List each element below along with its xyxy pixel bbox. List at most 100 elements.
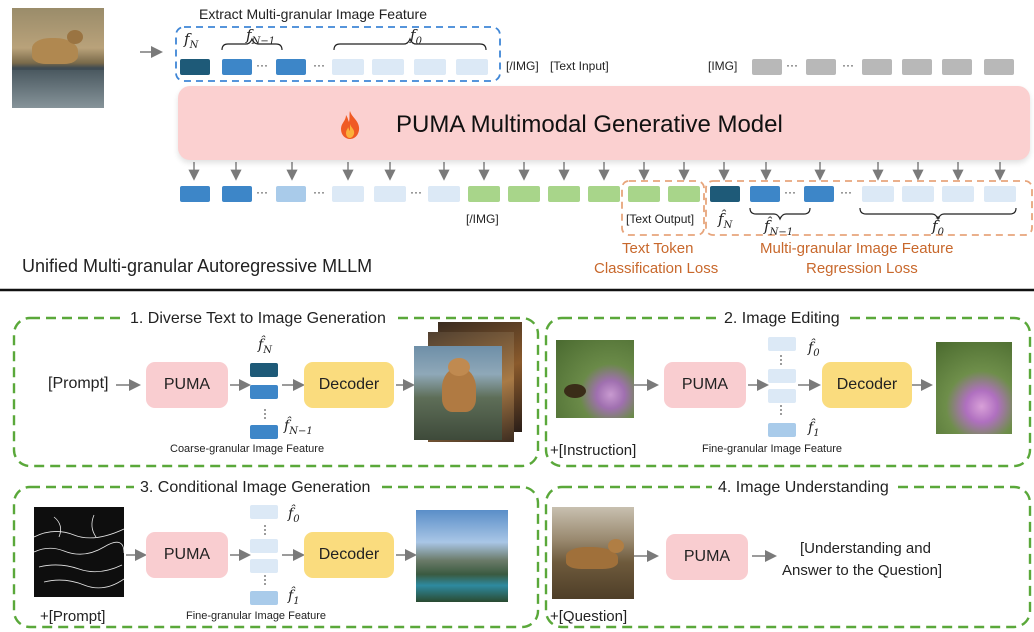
out-token-f-n (710, 186, 740, 202)
panel-3-feat-top: f̂0 (288, 506, 300, 525)
label-f-0: f0 (410, 26, 422, 47)
panel-3-decoder-block: Decoder (304, 532, 394, 578)
dots: ··· (256, 58, 268, 72)
f-n1-symbol: f (246, 26, 252, 44)
out-token-f-n1 (750, 186, 780, 202)
panel-3-title: 3. Conditional Image Generation (134, 479, 377, 497)
dots: ··· (313, 58, 325, 72)
out-token-pale (332, 186, 364, 202)
out-token-pale (428, 186, 460, 202)
f-0-subscript: 0 (415, 36, 422, 47)
panel-2-input: +[Instruction] (550, 442, 637, 459)
panel-2-caption: Fine-granular Image Feature (702, 443, 843, 455)
panel-2-feat-top: f̂0 (808, 340, 820, 359)
gray-token (862, 59, 892, 75)
p1-top-subscript: N (263, 344, 272, 356)
fire-icon (338, 110, 362, 140)
hat-f-n-subscript: N (723, 220, 733, 231)
out-token-green (628, 186, 660, 202)
mllm-title: Unified Multi-granular Autoregressive ML… (22, 256, 373, 276)
f-n-symbol: f (184, 30, 190, 48)
panel-1-title: 1. Diverse Text to Image Generation (124, 310, 392, 328)
out-token-green (588, 186, 620, 202)
f-n1-subscript: N−1 (251, 36, 276, 47)
dots: ··· (784, 185, 796, 199)
hat-f-0-subscript: 0 (937, 227, 944, 238)
out-token-light (276, 186, 306, 202)
label-f-n-minus-1: fN−1 (246, 26, 275, 47)
panel-3-input-edge-map (34, 507, 124, 597)
panel-3-caption: Fine-granular Image Feature (186, 610, 327, 622)
hat-f-n-symbol: f̂ (718, 210, 724, 228)
panel-3-output-image-lake (416, 510, 508, 602)
hat-f-n1-symbol: f̂ (764, 217, 770, 235)
p1-bot-symbol: f̂ (284, 418, 290, 434)
panel-2-puma-block: PUMA (664, 362, 746, 408)
token-f-0-d (456, 59, 488, 75)
panel-1-output-image-front (414, 346, 502, 440)
label-hat-f-0: f̂0 (932, 217, 944, 238)
panel-2-input-image-flower (556, 340, 634, 418)
panel-3-token-pale (250, 539, 278, 553)
panel-3-token-pale (250, 559, 278, 573)
gray-token (942, 59, 972, 75)
panel-4-input: +[Question] (550, 608, 628, 625)
gray-token (984, 59, 1014, 75)
dots: ··· (786, 58, 798, 72)
out-token-mid (222, 186, 252, 202)
out-token-f-0 (862, 186, 894, 202)
panel-4-title: 4. Image Understanding (712, 479, 895, 497)
p3-bot-subscript: 1 (293, 595, 300, 607)
out-token-f-n1 (804, 186, 834, 202)
hat-f-0-symbol: f̂ (932, 217, 938, 235)
panel-4-input-image-running-puma (552, 507, 634, 599)
gray-token (806, 59, 836, 75)
dots: ··· (840, 185, 852, 199)
out-token-green (468, 186, 500, 202)
dots: ··· (313, 185, 325, 199)
out-token-f-0 (942, 186, 974, 202)
panel-3-token-pale (250, 505, 278, 519)
panel-4-answer-line-2: Answer to the Question] (782, 562, 943, 579)
panel-1-token-mid (250, 425, 278, 439)
token-f-n1-b (276, 59, 306, 75)
p1-bot-subscript: N−1 (289, 425, 313, 437)
out-token-green (508, 186, 540, 202)
image-loss-line-2: Regression Loss (806, 260, 918, 277)
text-output-label: [Text Output] (626, 212, 695, 226)
out-token-green (668, 186, 700, 202)
out-token-green (548, 186, 580, 202)
hat-f-n1-subscript: N−1 (769, 227, 794, 238)
out-img-end-label: [/IMG] (466, 212, 499, 226)
out-token-dark (180, 186, 210, 202)
label-f-n: fN (184, 30, 198, 51)
p3-top-subscript: 0 (293, 513, 300, 525)
token-f-n1-a (222, 59, 252, 75)
p3-top-symbol: f̂ (288, 506, 294, 522)
token-f-0-c (414, 59, 446, 75)
out-token-f-0 (984, 186, 1016, 202)
text-loss-line-1: Text Token (622, 240, 694, 257)
panel-1-feat-bot: f̂N−1 (284, 418, 313, 437)
panel-3-feat-bot: f̂1 (288, 588, 300, 607)
panel-4-puma-block: PUMA (666, 534, 748, 580)
panel-1-puma-block: PUMA (146, 362, 228, 408)
out-token-f-0 (902, 186, 934, 202)
input-image-puma-by-pond (12, 8, 104, 108)
img-end-token-label: [/IMG] (506, 59, 539, 73)
panel-2-token-pale (768, 337, 796, 351)
panel-2-feat-bot: f̂1 (808, 420, 820, 439)
dots: ··· (410, 185, 422, 199)
dots: ··· (842, 58, 854, 72)
panel-3-puma-block: PUMA (146, 532, 228, 578)
panel-1-token-dark (250, 363, 278, 377)
panel-1-feat-top: f̂N (258, 337, 272, 356)
extract-feature-title: Extract Multi-granular Image Feature (199, 6, 427, 22)
panel-1-input: [Prompt] (48, 375, 109, 392)
dots: ··· (256, 185, 268, 199)
image-loss-line-1: Multi-granular Image Feature (760, 240, 954, 257)
panel-2-decoder-block: Decoder (822, 362, 912, 408)
p2-top-subscript: 0 (813, 347, 820, 359)
label-hat-f-n-minus-1: f̂N−1 (764, 217, 793, 238)
